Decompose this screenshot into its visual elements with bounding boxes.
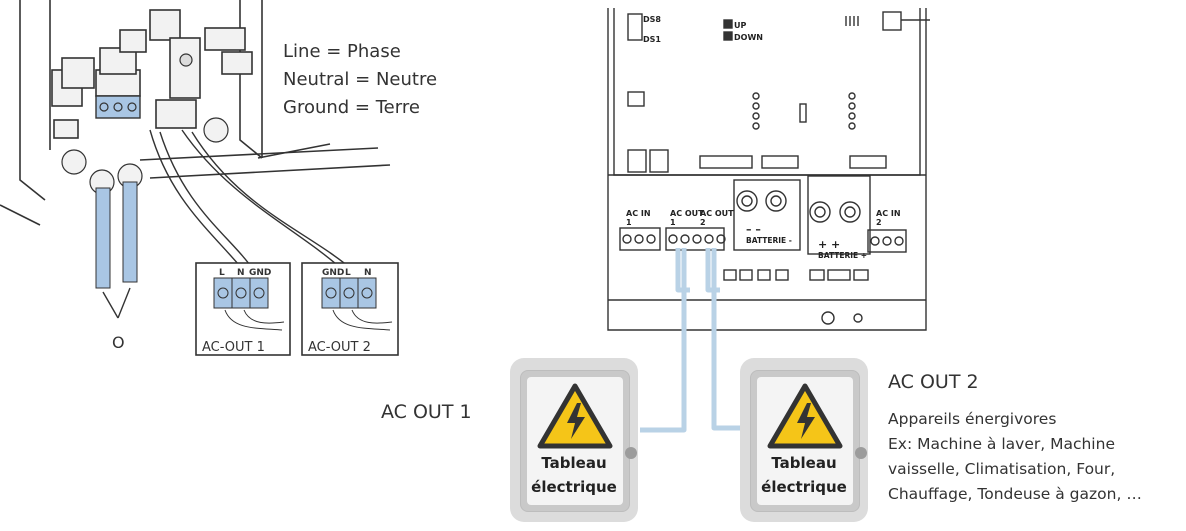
electrical-panel-2: Tableau électrique [740,358,868,522]
battery-plus-label: BATTERIE + [818,251,867,260]
board-up: UP [734,21,746,30]
ac-out1-caption: AC OUT 1 [381,401,472,423]
left-wiring-illustration: O L N GND AC-OUT 1 GND L N AC-OUT 2 [0,0,399,356]
terminal-box1-label-gnd: GND [249,268,271,278]
terminal-box2-label-gnd: GND [322,268,344,278]
appliances-line-2: Ex: Machine à laver, Machine [888,435,1115,453]
cable-ac-out2 [711,248,740,431]
board-ds1: DS1 [643,35,661,44]
legend-line-phase: Line = Phase [283,41,401,62]
appliances-line-3: vaisselle, Climatisation, Four, [888,460,1116,478]
terminal-box1-label-n: N [237,268,245,278]
warning-icon [767,383,843,449]
panel-indicator-dot [625,447,637,459]
terminal-box1-label-l: L [219,268,225,278]
appliances-line-4: Chauffage, Tondeuse à gazon, … [888,485,1142,503]
legend-neutral: Neutral = Neutre [283,69,438,90]
battery-minus-label: BATTERIE - [746,236,792,245]
terminal-box2-label-n: N [364,268,372,278]
panel1-label: Tableau électrique [531,454,617,496]
marker-o: O [112,333,125,352]
board-down: DOWN [734,33,763,42]
warning-icon [537,383,613,449]
ac-out2-caption: AC OUT 2 [888,371,979,393]
terminal-box1-caption: AC-OUT 1 [202,340,265,355]
battery-minus-signs: – – [746,223,761,236]
cable-ac-out1-b [675,248,690,293]
electrical-panel-1: Tableau électrique [510,358,638,522]
cable-ac-out2-b [705,248,720,293]
terminal-box2-caption: AC-OUT 2 [308,340,371,355]
cable-ac-out1 [640,248,687,433]
terminal-box2-label-l: L [345,268,351,278]
panel-indicator-dot [855,447,867,459]
board-ds8: DS8 [643,15,661,24]
battery-plus-signs: + + [818,238,840,251]
appliances-list: Appareils énergivores Ex: Machine à lave… [888,407,1142,507]
legend-ground: Ground = Terre [283,97,420,118]
appliances-line-1: Appareils énergivores [888,410,1057,428]
panel2-label: Tableau électrique [761,454,847,496]
